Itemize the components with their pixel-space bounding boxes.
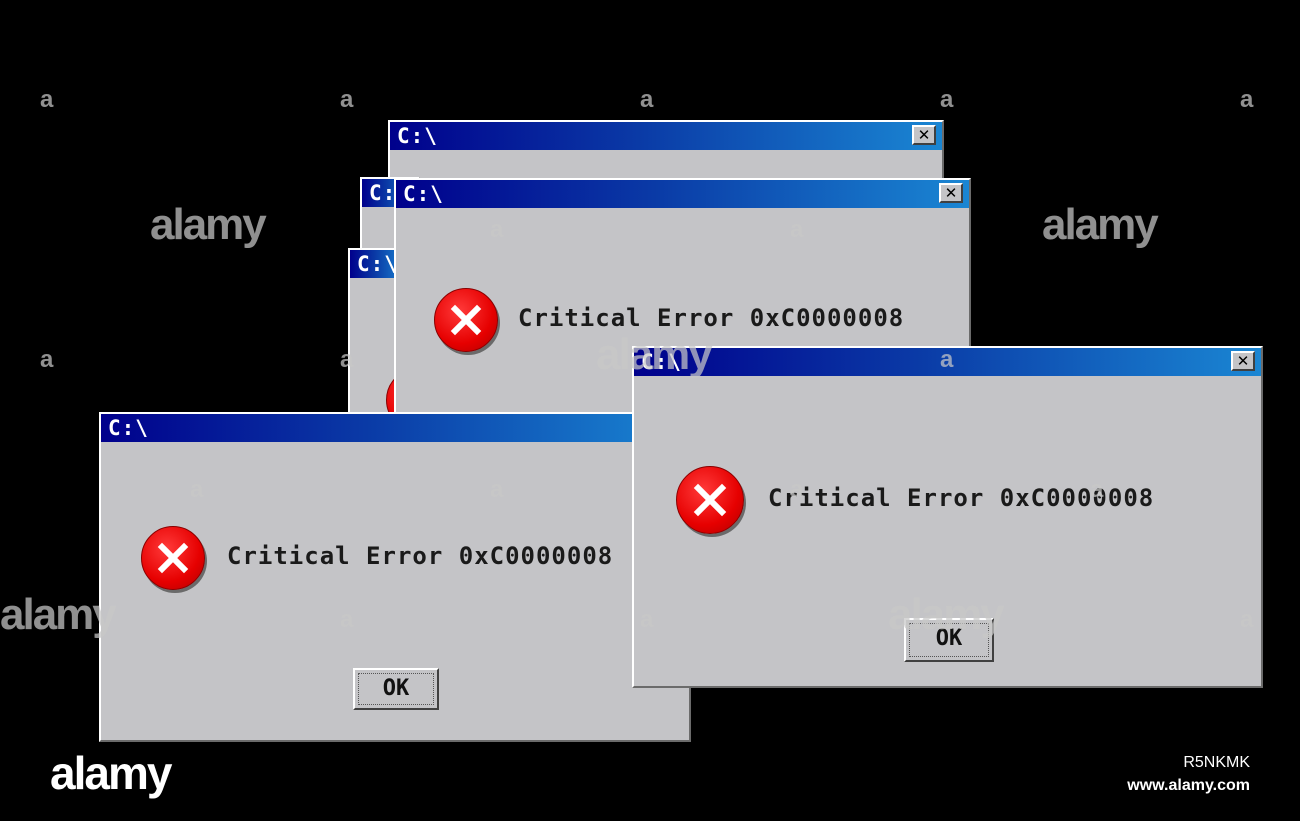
watermark-letter: a <box>940 346 954 373</box>
error-message: Critical Error 0xC0000008 <box>227 542 614 570</box>
error-message: Critical Error 0xC0000008 <box>518 304 905 332</box>
watermark-letter: a <box>1240 606 1254 633</box>
error-message: Critical Error 0xC0000008 <box>768 484 1155 512</box>
error-window-front-left[interactable]: C:\ Critical Error 0xC0000008 OK <box>99 412 691 742</box>
alamy-logo: alamy <box>50 747 172 799</box>
window-title: C:\ <box>641 350 682 374</box>
watermark-letter: a <box>640 86 654 113</box>
watermark-letter: a <box>1240 86 1254 113</box>
watermark-word: alamy <box>150 200 267 249</box>
watermark-letter: a <box>40 86 54 113</box>
stock-id: R5NKMK <box>1183 754 1250 771</box>
error-x-icon <box>434 288 498 352</box>
watermark-letter: a <box>490 216 504 243</box>
watermark-letter: a <box>340 606 354 633</box>
close-button[interactable]: ✕ <box>1231 351 1255 371</box>
error-x-icon <box>141 526 205 590</box>
watermark-letter: a <box>490 476 504 503</box>
title-bar[interactable]: C:\ ✕ <box>390 122 942 150</box>
watermark-letter: a <box>40 346 54 373</box>
watermark-letter: a <box>790 216 804 243</box>
window-title: C:\ <box>397 124 438 148</box>
watermark-letter: a <box>1090 476 1104 503</box>
error-x-icon <box>676 466 744 534</box>
watermark-letter: a <box>190 476 204 503</box>
close-button[interactable]: ✕ <box>939 183 963 203</box>
watermark-letter: a <box>340 346 354 373</box>
watermark-word: alamy <box>1042 200 1159 249</box>
watermark-word: alamy <box>0 590 117 639</box>
ok-button[interactable]: OK <box>353 668 439 710</box>
title-bar[interactable]: C:\ ✕ <box>634 348 1261 376</box>
window-title: C:\ <box>357 252 398 276</box>
window-title: C:\ <box>108 416 149 440</box>
watermark-word: alamy <box>888 590 1005 639</box>
title-bar[interactable]: C:\ ✕ <box>396 180 969 208</box>
ok-button[interactable]: OK <box>904 618 994 662</box>
watermark-letter: a <box>940 86 954 113</box>
title-bar[interactable]: C:\ <box>101 414 689 442</box>
watermark-letter: a <box>340 86 354 113</box>
watermark-word: alamy <box>596 330 713 379</box>
error-window-front-right[interactable]: C:\ ✕ Critical Error 0xC0000008 OK <box>632 346 1263 688</box>
watermark-letter: a <box>790 476 804 503</box>
close-button[interactable]: ✕ <box>912 125 936 145</box>
window-title: C:\ <box>403 182 444 206</box>
watermark-letter: a <box>640 606 654 633</box>
site-url: www.alamy.com <box>1127 777 1250 794</box>
